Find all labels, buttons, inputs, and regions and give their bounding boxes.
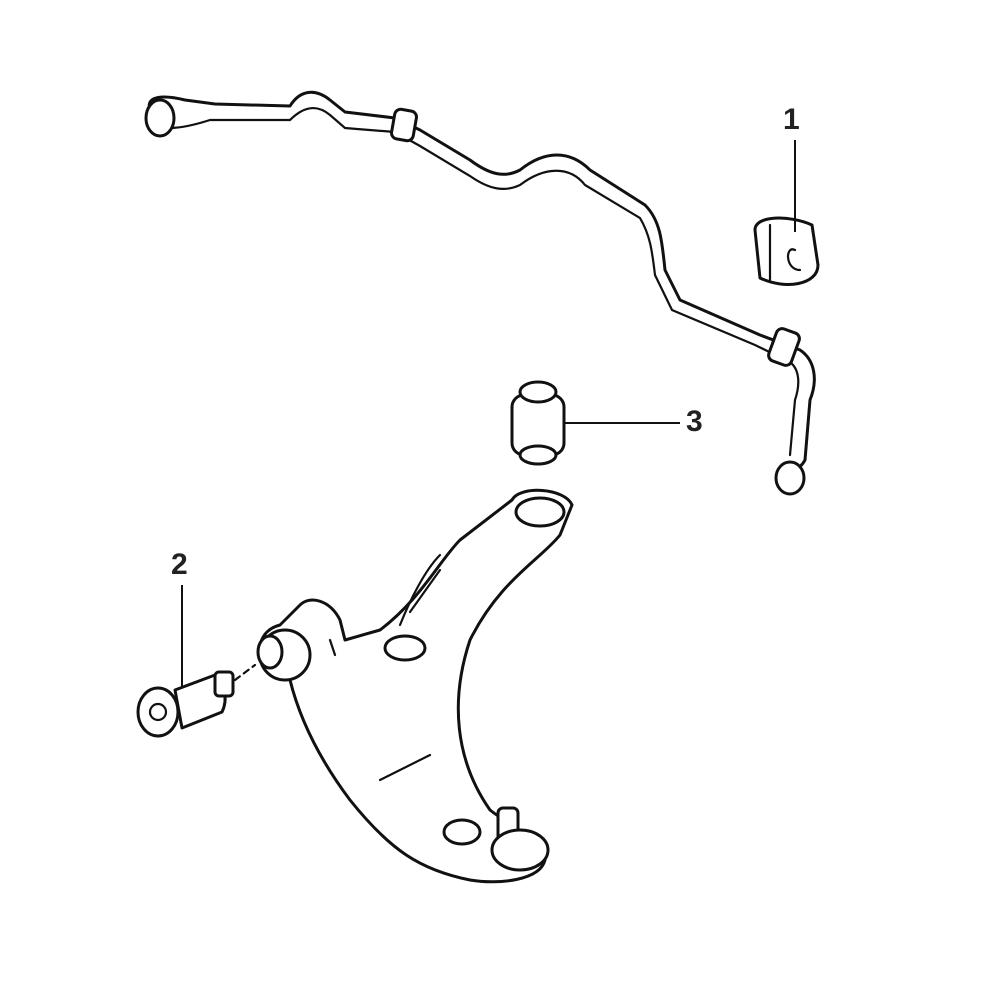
stabilizer-bushing xyxy=(753,216,820,286)
callout-2: 2 xyxy=(171,548,188,581)
stabilizer-bar xyxy=(144,90,816,496)
callout-1: 1 xyxy=(783,103,800,136)
lower-control-arm xyxy=(256,488,574,884)
bushing-bolt xyxy=(136,663,257,738)
callout-3: 3 xyxy=(686,405,703,438)
rear-bushing xyxy=(510,380,566,466)
